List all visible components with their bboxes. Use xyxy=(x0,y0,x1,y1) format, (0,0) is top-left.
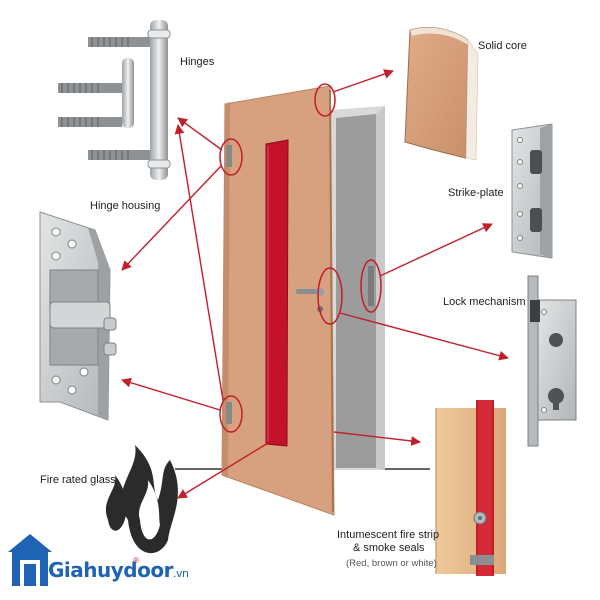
label-hinge-housing: Hinge housing xyxy=(90,200,161,212)
callout-core xyxy=(314,83,336,117)
callout-lock xyxy=(317,267,343,325)
label-hinges: Hinges xyxy=(180,56,215,68)
label-intumescent-line2: & smoke seals xyxy=(353,542,425,554)
label-fire-rated-glass: Fire rated glass xyxy=(40,474,116,486)
intumescent-seal-illustration xyxy=(435,400,506,576)
arrow-hinge-housing-top xyxy=(121,165,222,271)
door-leaf xyxy=(221,85,335,516)
flame-icon xyxy=(105,445,178,554)
fire-rated-glass-strip xyxy=(265,139,289,447)
logo-tld: .vn xyxy=(172,567,189,580)
door-handle xyxy=(296,289,322,294)
logo-house-icon xyxy=(8,534,52,586)
label-intumescent-note: (Red, brown or white) xyxy=(346,558,437,569)
label-lock-mechanism: Lock mechanism xyxy=(443,296,526,308)
door-hinge-bottom xyxy=(226,402,232,424)
strike-plate-illustration xyxy=(511,123,553,259)
lock-mechanism-illustration xyxy=(527,275,577,447)
label-intumescent-line1: Intumescent fire strip xyxy=(337,529,440,541)
logo-registered-mark: ® xyxy=(133,556,139,565)
door-hinge-top xyxy=(226,145,232,167)
door-strike-mark xyxy=(368,266,374,306)
arrow-hinges-bottom xyxy=(174,124,224,401)
arrow-hinges-top xyxy=(177,117,223,151)
logo-name: Giahuydoor xyxy=(48,558,173,582)
logo-wordmark[interactable]: Giahuydoor.vn xyxy=(48,558,189,582)
arrow-fire-glass xyxy=(177,442,269,499)
arrow-lock xyxy=(339,312,509,361)
solid-core-illustration xyxy=(404,27,479,161)
callout-hinge-bottom xyxy=(219,395,243,433)
arrow-hinge-housing-bottom xyxy=(121,377,221,411)
door-frame xyxy=(330,106,385,470)
hinge-housing-illustration xyxy=(39,211,117,421)
arrow-strike-plate xyxy=(379,223,493,277)
arrow-seals xyxy=(333,431,421,446)
label-strike-plate: Strike-plate xyxy=(448,187,504,199)
hinge-illustration xyxy=(58,20,171,180)
label-solid-core: Solid core xyxy=(478,40,527,52)
arrow-solid-core xyxy=(332,69,394,93)
callout-hinge-top xyxy=(219,138,243,176)
callout-strike xyxy=(360,259,382,313)
